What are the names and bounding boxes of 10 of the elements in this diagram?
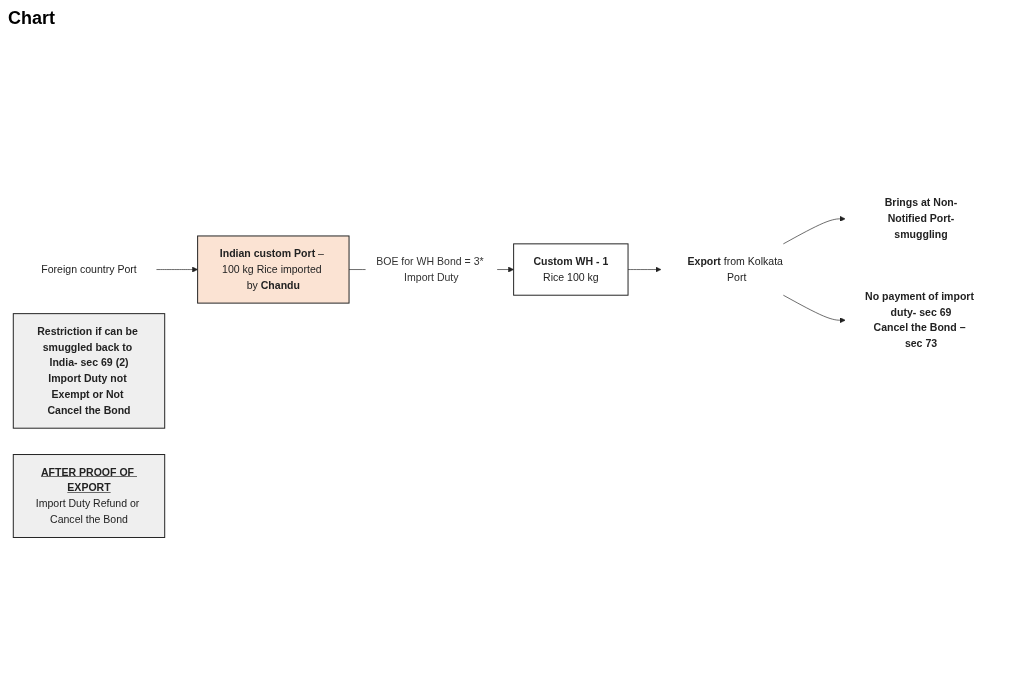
node-box: AFTER PROOF OF EXPORT Import Duty Refund or Cancel the Bond [12,454,166,539]
chart-title: Chart [8,8,56,29]
node-text: Brings at Non-Notified Port-smuggling [884,197,958,241]
edge-label: BOE for WH Bond = 3* Import Duty [376,255,484,283]
node-box: Custom WH - 1 Rice 100 kg [513,243,629,296]
node-box: Indian custom Port – 100 kg Rice imported by Chandu [197,235,350,304]
node-text: No payment of import duty- sec 69 Cancel the Bond – sec 73 [865,290,974,350]
node-text: Foreign country Port [41,263,137,275]
node-text: Export from Kolkata Port [687,255,783,283]
node-box: Restriction if can be smuggled back to India- sec 69 (2) Import Duty not Exempt or Not Cancel the Bond [12,313,166,429]
